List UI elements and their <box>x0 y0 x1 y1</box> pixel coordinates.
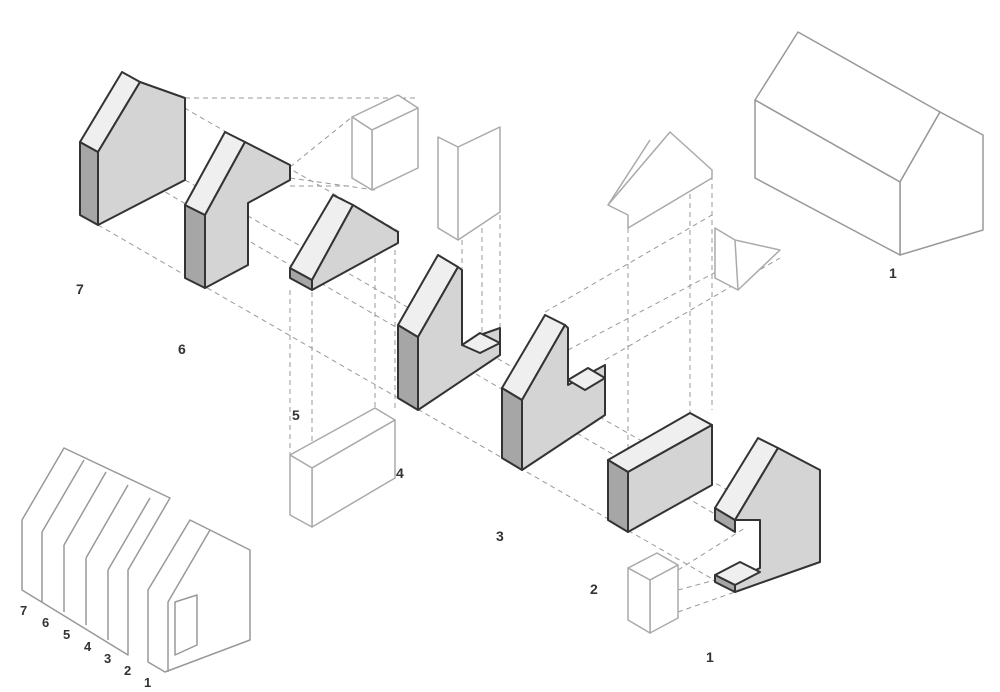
ghost-box-top <box>351 94 419 191</box>
ghost-outlines <box>289 94 781 634</box>
label-piece-7: 7 <box>76 281 84 297</box>
piece-5-solid <box>289 194 399 291</box>
label-piece-2: 2 <box>590 581 598 597</box>
label-house-1: 1 <box>889 265 897 281</box>
label-piece-6: 6 <box>178 341 186 357</box>
piece-3-solid <box>607 412 713 533</box>
assembly-label-7: 7 <box>20 603 27 618</box>
piece-1-solid <box>714 437 821 593</box>
assembly-label-2: 2 <box>124 663 131 678</box>
ghost-block-4 <box>289 407 396 528</box>
assembly-label-5: 5 <box>63 627 70 642</box>
assembly-labels: 7 6 5 4 3 2 1 <box>20 603 151 690</box>
assembly-label-1: 1 <box>144 675 151 690</box>
assembled-house <box>21 447 251 673</box>
assembly-label-4: 4 <box>84 639 92 654</box>
piece-l-shape-a <box>397 254 501 411</box>
label-piece-1: 1 <box>706 649 714 665</box>
ghost-wedge-right <box>714 227 781 291</box>
label-piece-3: 3 <box>496 528 504 544</box>
assembly-label-6: 6 <box>42 615 49 630</box>
piece-6-solid <box>184 131 291 289</box>
ghost-gable-top <box>607 131 713 229</box>
ghost-tall-piece <box>437 126 501 241</box>
ghost-block-2 <box>627 552 679 634</box>
piece-labels: 7 6 5 4 3 2 1 1 <box>76 265 897 665</box>
piece-l-shape-b <box>501 314 606 471</box>
piece-7-solid <box>79 71 186 226</box>
label-piece-5: 5 <box>292 407 300 423</box>
assembly-label-3: 3 <box>104 651 111 666</box>
label-piece-4: 4 <box>396 465 404 481</box>
house-outline-1 <box>754 31 984 256</box>
